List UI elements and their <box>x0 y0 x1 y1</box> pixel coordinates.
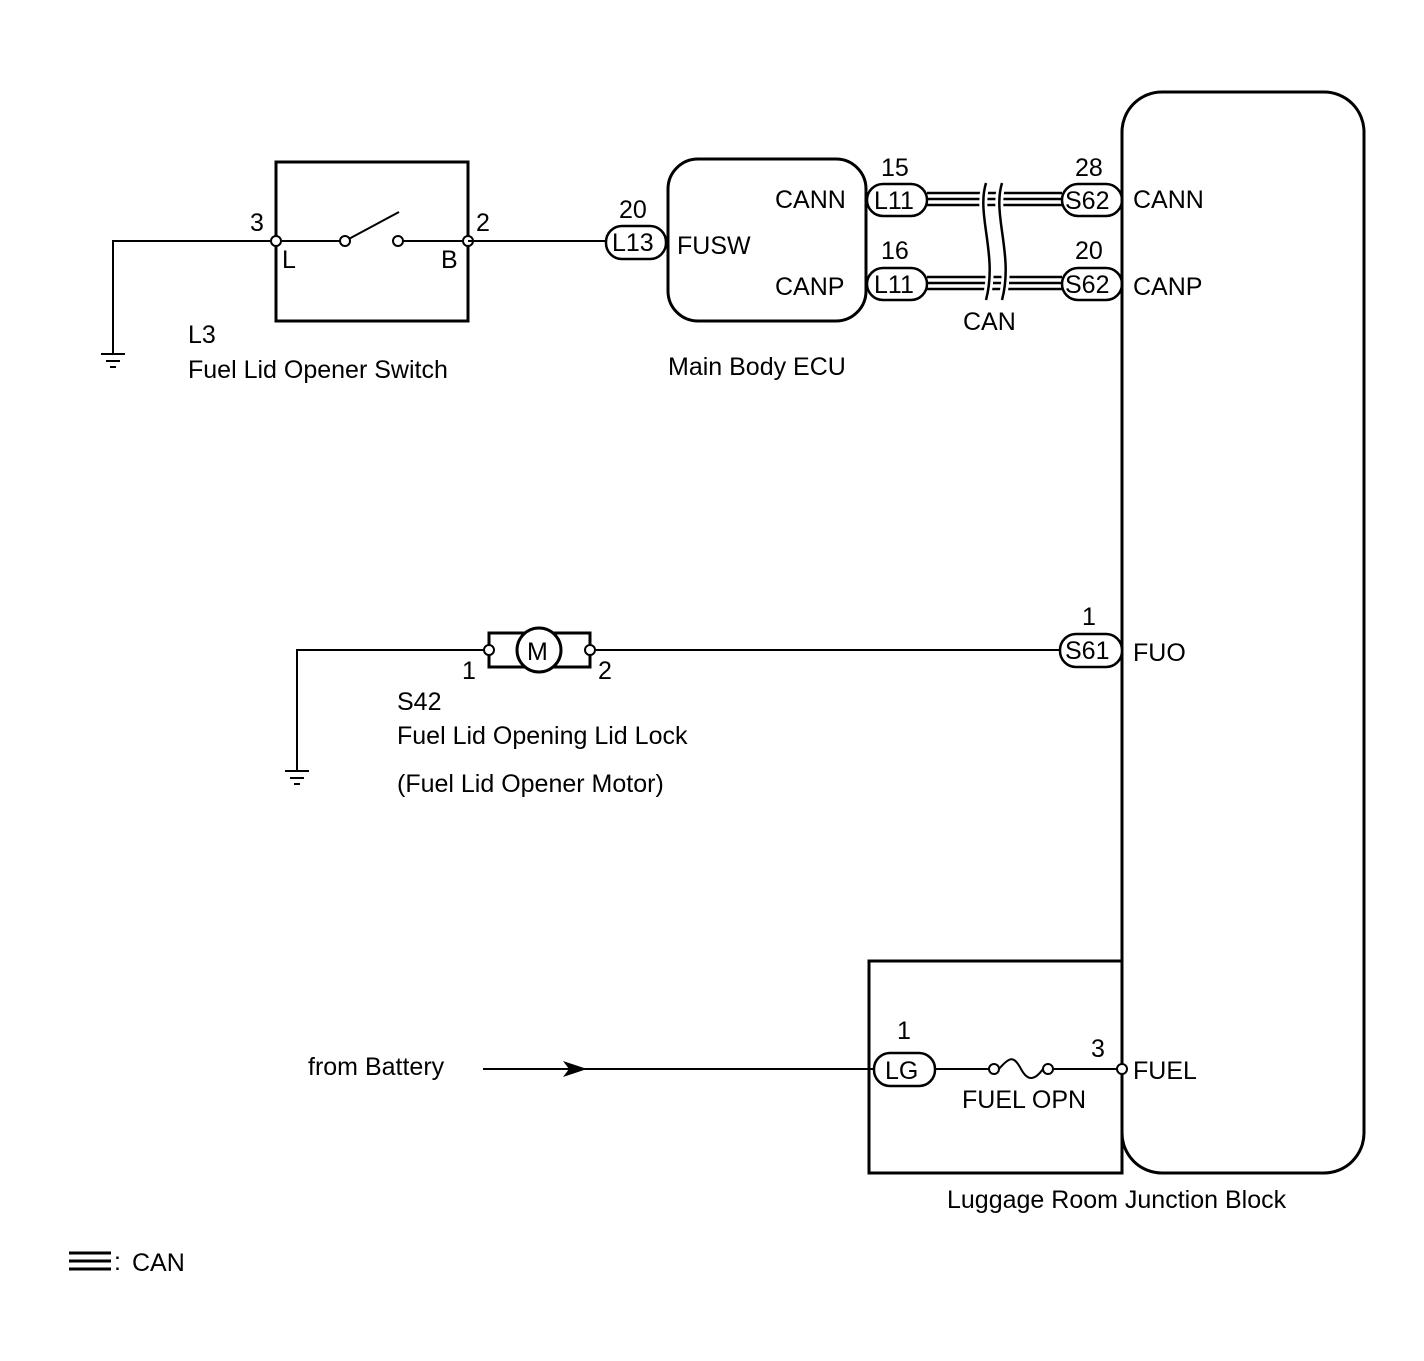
switch-ground-wire <box>112 240 276 354</box>
ecu-name: Main Body ECU <box>668 353 846 381</box>
connector-l11-canp <box>865 266 929 302</box>
switch-code: L3 <box>188 321 216 349</box>
switch-contact-icon <box>344 211 400 242</box>
can-bus-label: CAN <box>963 308 1016 336</box>
lg-pin-number: 1 <box>897 1017 911 1045</box>
ecu-cann-label: CANN <box>775 186 846 214</box>
legend-separator: : <box>114 1248 121 1276</box>
ecu-cann-pin: 15 <box>881 154 909 182</box>
junction-fuo-label: FUO <box>1133 639 1186 667</box>
junction-fuel-label: FUEL <box>1133 1057 1197 1085</box>
switch-name: Fuel Lid Opener Switch <box>188 356 448 384</box>
switch-pin-right-label: B <box>441 246 458 274</box>
switch-pin-terminal <box>270 235 282 247</box>
connector-l11-cann-label: L11 <box>874 187 914 215</box>
junction-cann-pin: 28 <box>1075 154 1103 182</box>
can-twist-line-icon <box>982 182 991 301</box>
motor-pin-terminal <box>584 644 596 656</box>
ground-symbol-icon <box>101 353 125 368</box>
connector-s62-cann-label: S62 <box>1065 187 1109 215</box>
junction-canp-label: CANP <box>1133 273 1202 301</box>
main-body-ecu: L13 20 FUSW CANN CANP Main Body ECU <box>604 157 868 381</box>
ecu-box <box>666 157 868 323</box>
fuse-label: FUEL OPN <box>962 1086 1086 1114</box>
battery-feed: from Battery <box>308 1053 874 1081</box>
connector-lg-label: LG <box>885 1057 918 1085</box>
switch-contact-point <box>339 235 351 247</box>
junction-cann-label: CANN <box>1133 186 1204 214</box>
ecu-canp-label: CANP <box>775 273 844 301</box>
switch-pin-right-number: 2 <box>476 209 490 237</box>
motor-ground-wire <box>296 649 489 771</box>
fuel-pin-number: 3 <box>1091 1035 1105 1063</box>
connector-l13 <box>604 224 668 261</box>
motor-icon <box>515 626 563 674</box>
switch-pin-left-label: L <box>282 246 296 274</box>
connector-l11-canp-label: L11 <box>874 271 914 299</box>
legend-can-line-icon <box>69 1251 111 1271</box>
junction-ecu-box <box>1120 90 1366 1175</box>
can-bus: L11 15 L11 16 S62 28 S62 20 CAN <box>865 154 1124 336</box>
fuse-terminal <box>1042 1063 1054 1075</box>
ground-symbol-icon <box>285 770 309 785</box>
can-twist-line-icon <box>998 182 1007 301</box>
switch-pin-left-number: 3 <box>250 209 264 237</box>
can-bus-line-canp <box>927 275 1062 291</box>
connector-l11-cann <box>865 182 929 218</box>
luggage-room-junction-block: CANN CANP FUO FUEL Luggage Room Junction… <box>867 90 1366 1214</box>
junction-fuo-pin: 1 <box>1082 603 1096 631</box>
connector-l13-label: L13 <box>612 229 654 257</box>
fuse-icon <box>998 1058 1044 1079</box>
fuse-terminal <box>988 1063 1000 1075</box>
connector-s62-canp-label: S62 <box>1065 271 1109 299</box>
legend: : CAN <box>69 1248 185 1277</box>
fuel-lid-opener-switch: 3 L 2 B L3 Fuel Lid Opener Switch <box>101 160 490 384</box>
motor-subname: (Fuel Lid Opener Motor) <box>397 770 664 798</box>
fuel-lid-opener-motor: M 1 2 S42 Fuel Lid Opening Lid Lock (Fue… <box>285 626 688 798</box>
arrow-right-icon <box>563 1061 587 1077</box>
legend-label: CAN <box>132 1249 185 1277</box>
ecu-canp-pin: 16 <box>881 237 909 265</box>
motor-symbol: M <box>527 638 548 666</box>
motor-pin-left: 1 <box>462 657 476 685</box>
motor-name: Fuel Lid Opening Lid Lock <box>397 722 688 750</box>
can-bus-line-cann <box>927 191 1062 207</box>
switch-contact-point <box>392 235 404 247</box>
ecu-fusw-pin: 20 <box>619 196 647 224</box>
fuel-pin-terminal <box>1116 1063 1128 1075</box>
ecu-fusw-label: FUSW <box>677 232 751 260</box>
junction-canp-pin: 20 <box>1075 237 1103 265</box>
motor-pin-right: 2 <box>598 657 612 685</box>
battery-label: from Battery <box>308 1053 445 1081</box>
junction-name: Luggage Room Junction Block <box>947 1186 1287 1214</box>
connector-s61 <box>1058 632 1124 669</box>
motor-code: S42 <box>397 688 441 716</box>
motor-pin-terminal <box>483 644 495 656</box>
connector-s61-label: S61 <box>1065 637 1109 665</box>
